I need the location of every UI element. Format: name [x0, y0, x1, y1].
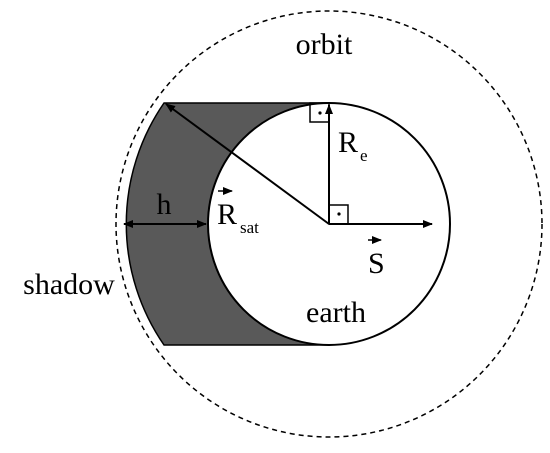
- r-sat-label: R: [217, 198, 237, 231]
- s-label: S: [368, 247, 385, 280]
- h-label: h: [157, 188, 172, 221]
- orbit-label: orbit: [296, 28, 353, 61]
- orbit-circle: [115, 10, 543, 438]
- right-angle-dot-center: [337, 212, 341, 216]
- right-angle-dot-top: [318, 111, 322, 115]
- shadow-label: shadow: [23, 268, 115, 301]
- r-sat-vector: [165, 103, 330, 225]
- r-sat-subscript: sat: [240, 218, 259, 237]
- r-e-label: R: [338, 126, 358, 159]
- r-e-subscript: e: [360, 146, 368, 165]
- earth-label: earth: [306, 296, 366, 329]
